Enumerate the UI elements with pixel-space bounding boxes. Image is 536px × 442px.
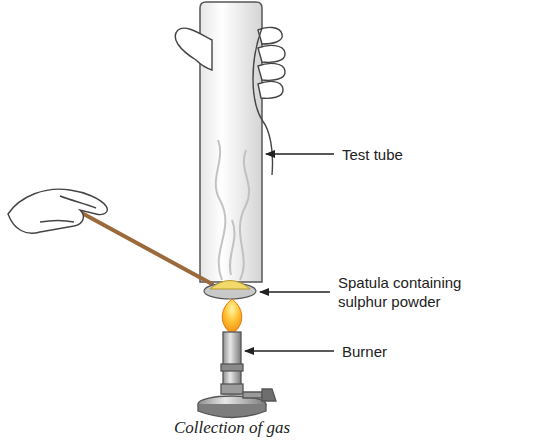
spatula — [80, 212, 256, 299]
right-hand — [175, 27, 285, 175]
gas-fumes — [216, 140, 249, 280]
part-label: Test tube — [342, 145, 403, 164]
sulphur-powder — [210, 281, 250, 290]
leader-arrows — [245, 154, 334, 351]
left-hand — [8, 189, 107, 233]
part-label: Spatula containing sulphur powder — [338, 273, 498, 311]
burner — [198, 332, 276, 418]
part-label: Burner — [342, 342, 387, 361]
figure-caption: Collection of gas — [174, 418, 290, 438]
flame — [222, 299, 242, 334]
